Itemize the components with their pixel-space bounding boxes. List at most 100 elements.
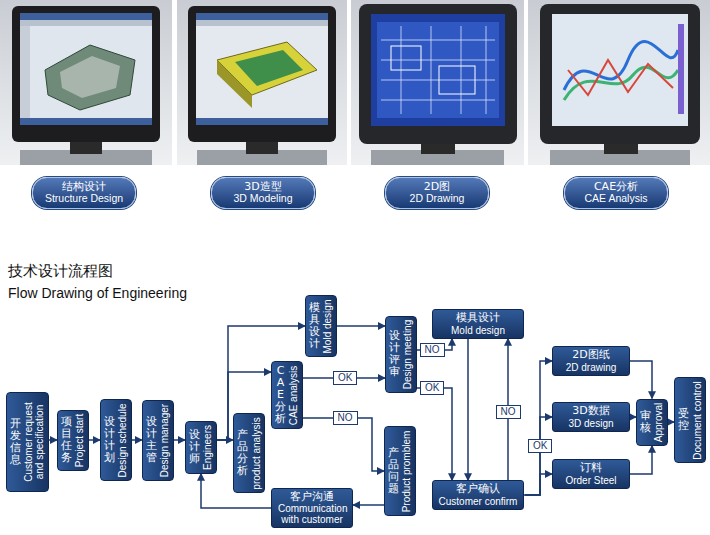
text-slot: CAE Analysis — [573, 193, 659, 205]
english-label: Engineers — [202, 424, 213, 469]
text-slot: 受控 — [678, 408, 689, 432]
process-box: 产品问题Product promblem — [384, 426, 416, 516]
chinese-label: 2D图纸 — [572, 348, 609, 361]
caption-pill: 3D造型3D Modeling — [211, 177, 315, 209]
english-label: Mold design — [451, 325, 505, 336]
process-box: 设计主管Design manager — [142, 400, 174, 481]
chinese-label: 产品问题 — [388, 446, 399, 495]
chinese-label: CAE分析 — [275, 364, 286, 425]
process-box: 2D图纸2D drawing — [552, 346, 630, 375]
chinese-label: 模具设计 — [309, 301, 320, 350]
english-label: 2D Drawing — [410, 192, 465, 204]
chinese-label: 设计评审 — [389, 329, 400, 378]
monitor-photo — [528, 0, 710, 165]
text-slot: 产品问题 — [388, 447, 399, 495]
text-slot: Product promblem — [401, 430, 412, 512]
flow-arrow — [630, 446, 652, 475]
process-box: 受控Document control — [674, 377, 706, 463]
chinese-label: 客户确认 — [456, 482, 500, 495]
monitor-photos — [0, 0, 710, 170]
flow-arrow — [89, 439, 100, 441]
english-label: 3D Modeling — [234, 192, 293, 204]
chinese-label: 3D数据 — [572, 404, 609, 417]
decision-tag: OK — [333, 371, 357, 385]
text-slot: Engineers — [202, 425, 213, 470]
process-box: 审核Approval — [636, 399, 668, 446]
text-slot: Communication with customer — [278, 503, 346, 525]
text-slot: product analysis — [250, 417, 261, 489]
english-label: Order Steel — [565, 475, 616, 486]
flow-arrow — [630, 361, 652, 399]
text-slot: 2D图 — [394, 181, 480, 193]
flow-arrow — [524, 474, 552, 495]
chinese-label: 结构设计 — [62, 180, 106, 193]
chinese-label: 受控 — [678, 407, 689, 432]
caption-pill: 2D图2D Drawing — [385, 177, 489, 209]
english-label: Project start — [74, 413, 85, 466]
process-box: 设计师Engineers — [185, 421, 217, 474]
english-label: Document control — [691, 381, 702, 459]
text-slot: 模具设计 — [309, 302, 320, 350]
text-slot: 结构设计 — [41, 181, 127, 193]
chinese-label: 开发信息 — [10, 417, 21, 466]
english-label: Structure Design — [45, 192, 123, 204]
monitor-photo — [0, 0, 172, 165]
english-label: 2D drawing — [566, 362, 617, 373]
chinese-label: 设计师 — [189, 428, 200, 465]
english-label: CAE Analysis — [584, 192, 647, 204]
text-slot: 订料 — [559, 462, 623, 474]
text-slot: Design manager — [159, 404, 170, 477]
process-box: 客户确认Customer confirm — [432, 480, 525, 509]
text-slot: 3D design — [559, 418, 623, 429]
english-label: CAE analysis — [288, 365, 299, 424]
flow-arrow — [417, 388, 452, 480]
text-slot: 3D造型 — [220, 181, 306, 193]
chinese-label: 3D造型 — [244, 180, 281, 193]
chinese-label: 设计主管 — [146, 415, 157, 464]
text-slot: Customer request and specification — [23, 396, 45, 488]
english-label: Design meeting — [402, 319, 413, 388]
process-box: 开发信息Customer request and specification — [6, 392, 49, 492]
english-label: Design manager — [159, 403, 170, 476]
decision-tag: NO — [420, 343, 445, 357]
text-slot: 客户沟通 — [278, 491, 346, 503]
text-slot: 产品分析 — [237, 429, 248, 477]
text-slot: 设计师 — [189, 429, 200, 465]
process-box: 客户沟通Communication with customer — [271, 488, 353, 528]
text-slot: Mold design — [439, 325, 517, 336]
decision-tag: NO — [333, 411, 358, 425]
flow-arrow — [353, 504, 384, 506]
english-label: Design schedule — [117, 403, 128, 477]
text-slot: 设计评审 — [389, 330, 400, 378]
process-box: CAE分析CAE analysis — [271, 361, 303, 429]
text-slot: 设计计划 — [104, 416, 115, 464]
text-slot: Design meeting — [402, 320, 413, 389]
english-label: Mold design — [322, 299, 333, 353]
text-slot: Design schedule — [117, 403, 128, 477]
text-slot: Structure Design — [41, 193, 127, 205]
chinese-label: 审核 — [640, 409, 651, 434]
text-slot: 2D图纸 — [559, 349, 623, 361]
text-slot: 3D Modeling — [220, 193, 306, 205]
monitor-photo — [177, 0, 347, 165]
process-box: 3D数据3D design — [552, 402, 630, 431]
chinese-label: 客户沟通 — [290, 490, 334, 503]
flow-arrow — [132, 439, 142, 441]
text-slot: CAE analysis — [288, 366, 299, 425]
english-label: Product promblem — [401, 430, 412, 512]
text-slot: 2D Drawing — [394, 193, 480, 205]
process-box: 设计计划Design schedule — [100, 399, 132, 481]
text-slot: 3D数据 — [559, 405, 623, 417]
flow-arrow — [524, 361, 552, 495]
flow-arrow — [524, 417, 552, 495]
chinese-label: 设计计划 — [104, 415, 115, 464]
text-slot: Customer confirm — [439, 496, 518, 507]
text-slot: Order Steel — [559, 475, 623, 486]
chinese-label: 模具设计 — [456, 311, 500, 324]
subtitle: Flow Drawing of Engineering — [8, 285, 187, 301]
text-slot: Mold design — [322, 299, 333, 353]
chinese-label: 订料 — [580, 461, 602, 474]
process-box: 产品分析product analysis — [233, 413, 265, 493]
process-box: 模具设计Mold design — [432, 309, 524, 338]
decision-tag: OK — [528, 439, 552, 453]
